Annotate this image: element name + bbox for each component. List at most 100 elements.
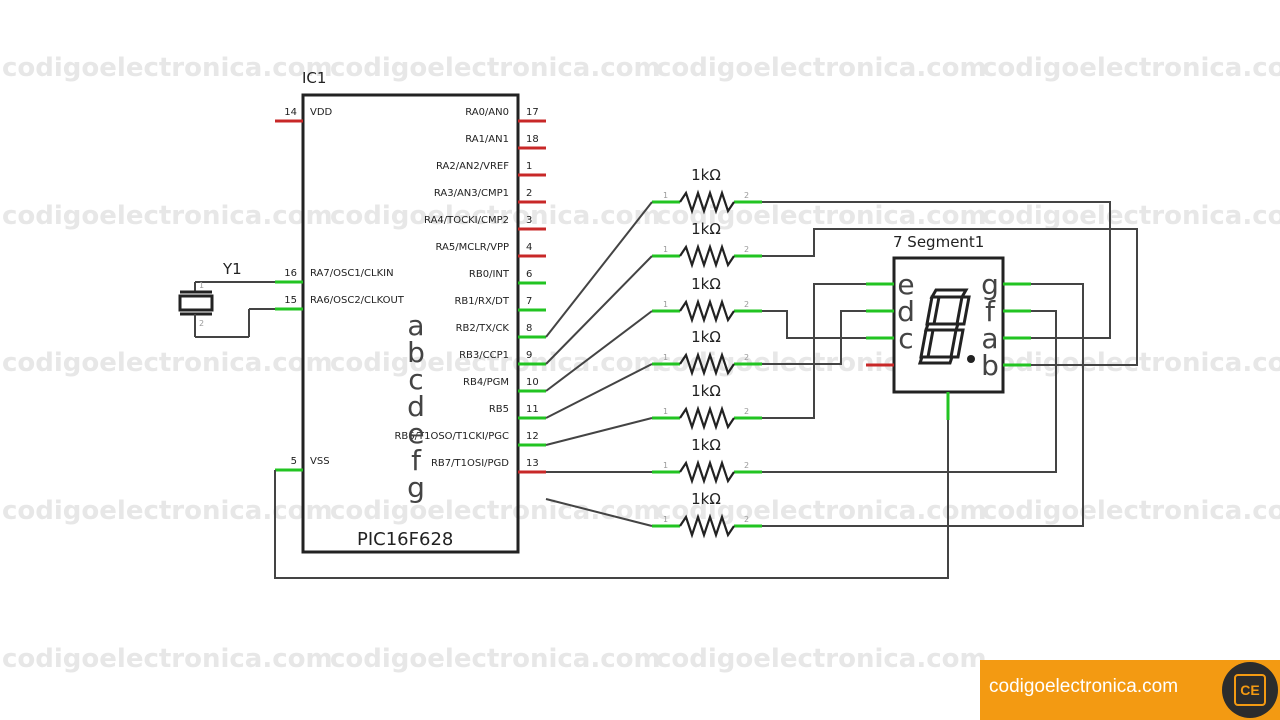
ic-pin-number: 6 bbox=[526, 269, 532, 280]
crystal-y1: Y1 1 2 bbox=[178, 260, 275, 338]
ic-pin-label: RA0/AN0 bbox=[465, 107, 509, 118]
resistor-pin-number: 1 bbox=[663, 461, 668, 470]
ic-pin-label: RA1/AN1 bbox=[465, 134, 509, 145]
ground-wire bbox=[274, 420, 949, 579]
ic-segment-letter: a bbox=[407, 309, 424, 342]
ic-pin-label: RB1/RX/DT bbox=[454, 296, 509, 307]
watermark-text: codigoelectronica.com bbox=[2, 496, 333, 526]
resistor-value: 1kΩ bbox=[691, 220, 721, 238]
display-segment-label: e bbox=[897, 268, 914, 301]
display-segment-label: b bbox=[981, 349, 999, 382]
wire bbox=[762, 228, 1138, 366]
watermark-text: codigoelectronica.com bbox=[2, 53, 333, 83]
brand-logo-text: CE bbox=[1234, 674, 1266, 706]
ic-pin-number: 8 bbox=[526, 323, 532, 334]
ic-pin-label: RB5 bbox=[489, 404, 509, 415]
ic-segment-letter: f bbox=[411, 444, 422, 477]
wire bbox=[545, 498, 653, 527]
resistor-body bbox=[679, 513, 735, 539]
resistor-pin-number: 1 bbox=[663, 515, 668, 524]
resistor-pin-number: 2 bbox=[744, 245, 749, 254]
ic-pin-number: 16 bbox=[284, 268, 297, 279]
resistor-pin-number: 2 bbox=[744, 353, 749, 362]
resistor-pin-number: 1 bbox=[663, 191, 668, 200]
ic-pin-number: 9 bbox=[526, 350, 532, 361]
display-segment-label: c bbox=[898, 322, 913, 355]
ic-pin-label: RA4/TOCKI/CMP2 bbox=[424, 215, 509, 226]
ic-pin-number: 10 bbox=[526, 377, 539, 388]
ic-ref-label: IC1 bbox=[302, 69, 326, 87]
ic-pin-label: RB7/T1OSI/PGD bbox=[431, 458, 509, 469]
ic-pin-label: RB4/PGM bbox=[463, 377, 509, 388]
ic-pin-label: RA6/OSC2/CLKOUT bbox=[310, 295, 405, 306]
ic-pin-number: 11 bbox=[526, 404, 539, 415]
resistor-body bbox=[679, 459, 735, 485]
watermark-text: codigoelectronica.com bbox=[2, 644, 333, 674]
watermark-text: codigoelectronica.com bbox=[656, 201, 987, 231]
watermark-layer: codigoelectronica.comcodigoelectronica.c… bbox=[2, 53, 1280, 674]
resistor-pin-number: 2 bbox=[744, 407, 749, 416]
watermark-text: codigoelectronica.com bbox=[330, 496, 661, 526]
resistor-pin-number: 1 bbox=[663, 245, 668, 254]
brand-logo-icon: CE bbox=[1222, 662, 1278, 718]
ic-pin-label: RB2/TX/CK bbox=[456, 323, 510, 334]
brand-banner[interactable]: codigoelectronica.com CE bbox=[980, 660, 1280, 720]
ic-segment-letter: c bbox=[408, 363, 423, 396]
ic-right-pins: 17RA0/AN018RA1/AN11RA2/AN2/VREF2RA3/AN3/… bbox=[394, 107, 546, 474]
wire bbox=[545, 363, 653, 419]
resistor-pin-number: 2 bbox=[744, 461, 749, 470]
digit-segments bbox=[917, 288, 971, 365]
wire bbox=[762, 283, 1084, 527]
wire bbox=[545, 310, 653, 392]
ic-pin-number: 5 bbox=[291, 456, 297, 467]
watermark-text: codigoelectronica.com bbox=[982, 53, 1280, 83]
resistor-pin-number: 1 bbox=[663, 353, 668, 362]
ic-pin-label: RB6/T1OSO/T1CKI/PGC bbox=[394, 431, 509, 442]
display-segment-label: d bbox=[897, 295, 915, 328]
ic-pin-number: 13 bbox=[526, 458, 539, 469]
watermark-text: codigoelectronica.com bbox=[330, 644, 661, 674]
ic-segment-letter: g bbox=[407, 471, 425, 504]
watermark-text: codigoelectronica.com bbox=[2, 201, 333, 231]
brand-text[interactable]: codigoelectronica.com bbox=[989, 676, 1179, 697]
ic-pin-number: 2 bbox=[526, 188, 532, 199]
crystal-pin1-number: 1 bbox=[199, 281, 204, 290]
ic-pin-number: 4 bbox=[526, 242, 532, 253]
ic-segment-letter: e bbox=[407, 417, 424, 450]
resistor-pin-number: 2 bbox=[744, 515, 749, 524]
ic-pin-label: VDD bbox=[310, 107, 333, 118]
resistor-value: 1kΩ bbox=[691, 382, 721, 400]
ic-pin-label: RB3/CCP1 bbox=[459, 350, 509, 361]
resistor-body bbox=[679, 405, 735, 431]
ic-pin-number: 15 bbox=[284, 295, 297, 306]
watermark-text: codigoelectronica.com bbox=[330, 201, 661, 231]
watermark-text: codigoelectronica.com bbox=[982, 201, 1280, 231]
wire bbox=[762, 310, 1057, 473]
wire bbox=[762, 310, 866, 339]
resistor-body bbox=[679, 298, 735, 324]
ic-pin-number: 17 bbox=[526, 107, 539, 118]
watermark-text: codigoelectronica.com bbox=[656, 644, 987, 674]
resistor-body bbox=[679, 351, 735, 377]
resistor-pin-number: 1 bbox=[663, 407, 668, 416]
segment-wires bbox=[545, 201, 1138, 527]
ic-pin-label: RA2/AN2/VREF bbox=[436, 161, 509, 172]
wire bbox=[762, 201, 1111, 339]
resistor-body bbox=[679, 243, 735, 269]
watermark-text: codigoelectronica.com bbox=[330, 348, 661, 378]
resistor-pin-number: 2 bbox=[744, 191, 749, 200]
ic-body bbox=[301, 93, 520, 554]
resistor-value: 1kΩ bbox=[691, 275, 721, 293]
ic-pin-number: 7 bbox=[526, 296, 532, 307]
watermark-text: codigoelectronica.com bbox=[330, 53, 661, 83]
ic-pin-number: 18 bbox=[526, 134, 539, 145]
ic-pin-number: 14 bbox=[284, 107, 297, 118]
wire bbox=[545, 417, 653, 446]
ic-pin-label: RA5/MCLR/VPP bbox=[435, 242, 509, 253]
display-segment-label: f bbox=[985, 295, 996, 328]
wire bbox=[762, 310, 866, 365]
display-segment-label: a bbox=[981, 322, 998, 355]
